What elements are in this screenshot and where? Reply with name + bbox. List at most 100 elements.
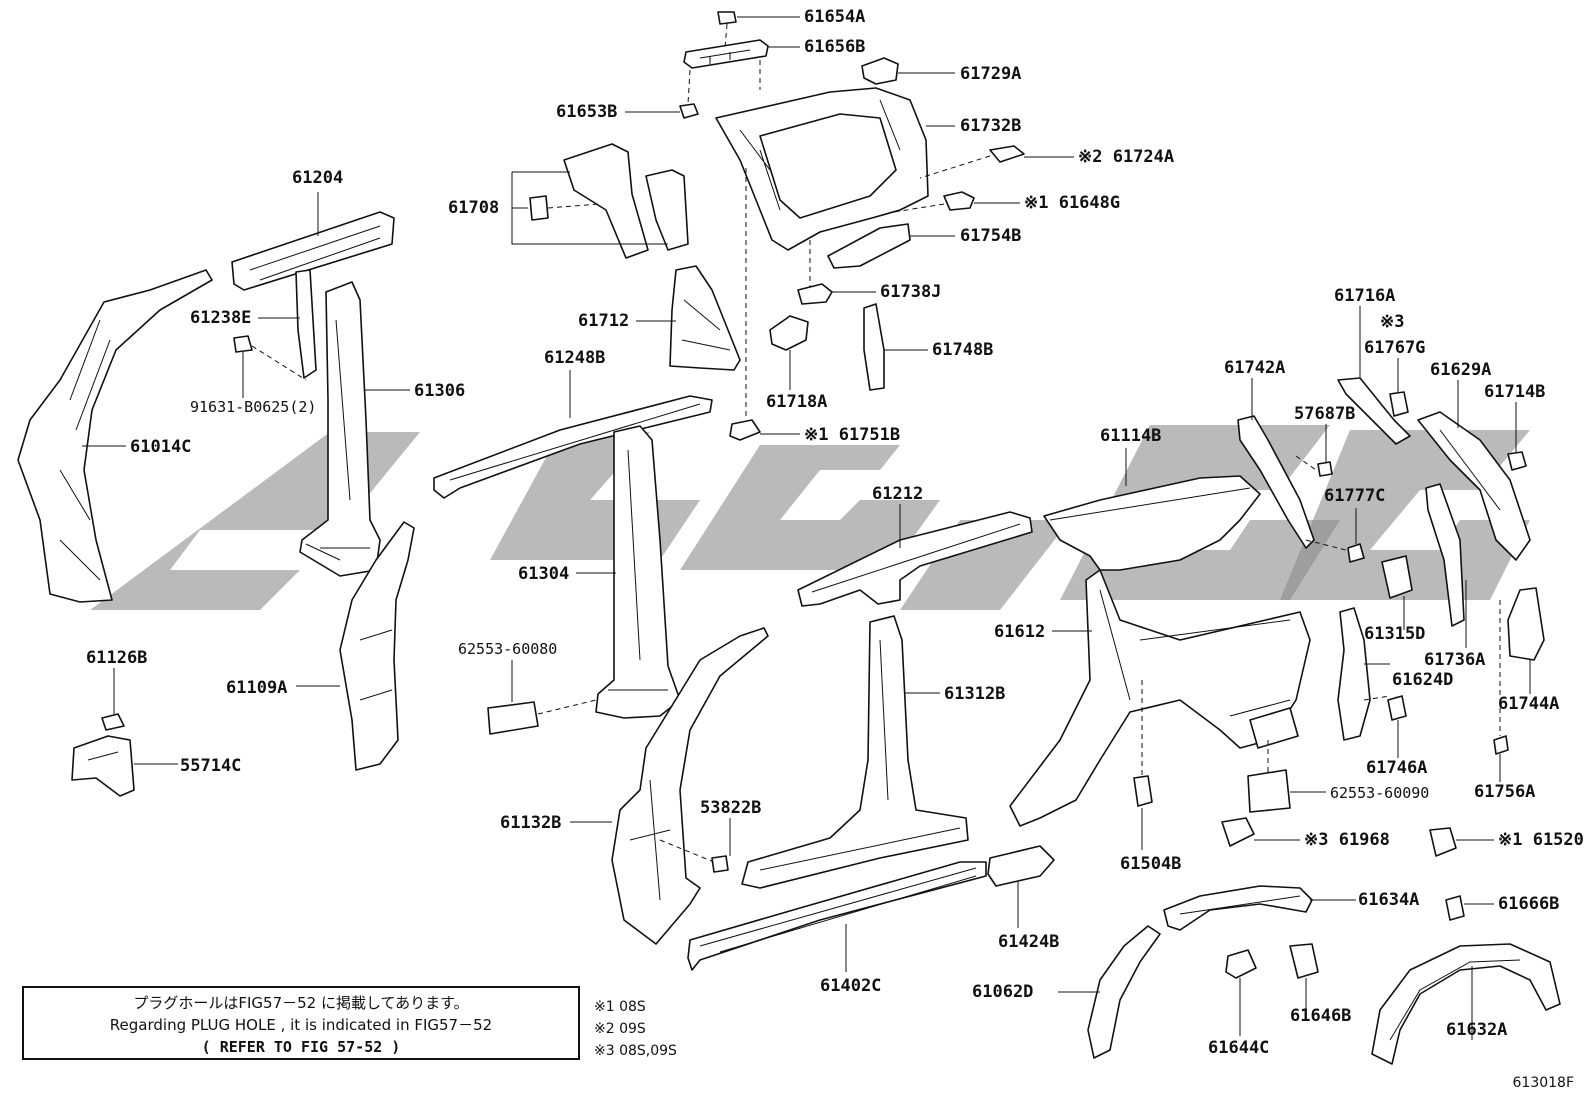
part-61126B [101, 668, 125, 731]
label-61306: 61306 [414, 381, 466, 401]
part-61629A [1417, 380, 1531, 561]
plug-hole-note: プラグホールはFIG57－52 に掲載してあります。 Regarding PLU… [22, 986, 580, 1060]
label-61238E: 61238E [190, 308, 252, 328]
note-line-english: Regarding PLUG HOLE , it is indicated in… [109, 1016, 493, 1034]
part-61708 [511, 143, 689, 259]
part-61656B [683, 39, 800, 105]
label-61718A: 61718A [766, 392, 828, 412]
legend-item-1: ※1 08S [594, 999, 646, 1015]
label-61732B: 61732B [960, 116, 1022, 136]
label-53822B: 53822B [700, 798, 762, 818]
label-61654A: 61654A [804, 7, 866, 27]
label-61624D: 61624D [1392, 670, 1454, 690]
part-61634A [1163, 885, 1356, 931]
part-61716A [1337, 306, 1411, 445]
model-legend: ※1 08S ※2 09S ※3 08S,09S [594, 996, 677, 1062]
watermark [90, 425, 1530, 610]
label-61714B: 61714B [1484, 382, 1546, 402]
part-61624D [1337, 607, 1391, 741]
label-61212: 61212 [872, 484, 924, 504]
label-61729A: 61729A [960, 64, 1022, 84]
part-61212 [797, 504, 1033, 607]
part-61653B [625, 103, 699, 119]
label-61632A: 61632A [1446, 1020, 1508, 1040]
part-61754B [827, 223, 955, 269]
label-91631-B0625: 91631-B0625(2) [190, 398, 317, 416]
part-61014C [17, 269, 213, 603]
label-61746A: 61746A [1366, 758, 1428, 778]
label-61716A: 61716A [1334, 286, 1396, 306]
part-61644C [1225, 949, 1257, 1036]
label-62553-60080: 62553-60080 [458, 640, 558, 658]
label-61304: 61304 [518, 564, 570, 584]
part-61648G [893, 191, 1020, 213]
label-61402C: 61402C [820, 976, 882, 996]
part-61312B [741, 615, 969, 889]
label-61644C: 61644C [1208, 1038, 1270, 1058]
part-61732B [715, 87, 955, 420]
legend-item-2: ※2 09S [594, 1021, 646, 1037]
part-61248B [433, 370, 713, 499]
label-61744A: 61744A [1498, 694, 1560, 714]
label-61653B: 61653B [556, 102, 618, 122]
label-61777C: 61777C [1324, 486, 1386, 506]
label-61748B: 61748B [932, 340, 994, 360]
note-line-reference: ( REFER TO FIG 57-52 ) [201, 1038, 401, 1056]
part-61742A [1237, 378, 1347, 551]
part-61315D [1381, 555, 1413, 630]
part-61646B [1289, 943, 1319, 1014]
part-61736A [1425, 483, 1467, 648]
label-61248B: 61248B [544, 348, 606, 368]
label-61756A: 61756A [1474, 782, 1536, 802]
label-61312B: 61312B [944, 684, 1006, 704]
label-61062D: 61062D [972, 982, 1034, 1002]
label-61666B: 61666B [1498, 894, 1560, 914]
label-61109A: 61109A [226, 678, 288, 698]
part-55714C [71, 735, 178, 797]
part-61504B [1133, 680, 1153, 850]
part-61132B [570, 627, 769, 945]
part-61062D [1058, 925, 1161, 1059]
part-61751B [729, 419, 800, 441]
part-61724A [919, 145, 1074, 179]
label-61724A: ※2 61724A [1078, 147, 1175, 167]
part-61424B [987, 845, 1055, 928]
part-61718A [769, 315, 809, 390]
part-61306 [299, 281, 410, 577]
label-61751B: ※1 61751B [804, 425, 901, 445]
part-62553-60090 [1247, 740, 1326, 813]
label-61629A: 61629A [1430, 360, 1492, 380]
label-61648G: ※1 61648G [1024, 193, 1121, 213]
part-61114B [1043, 448, 1261, 571]
label-61712: 61712 [578, 311, 630, 331]
part-61666B [1445, 895, 1494, 921]
part-61238E [258, 269, 317, 379]
part-61520 [1429, 827, 1494, 857]
part-61746A [1387, 695, 1407, 758]
label-61736A: 61736A [1424, 650, 1486, 670]
label-62553-60090: 62553-60090 [1330, 784, 1430, 802]
label-61315D: 61315D [1364, 624, 1426, 644]
label-61014C: 61014C [130, 437, 192, 457]
label-61708: 61708 [448, 198, 500, 218]
part-61748B [863, 303, 928, 391]
part-61304 [576, 425, 681, 719]
part-61968 [1221, 817, 1300, 847]
label-55714C: 55714C [180, 756, 242, 776]
label-61126B: 61126B [86, 648, 148, 668]
label-61968: ※3 61968 [1304, 830, 1390, 850]
part-61777C [1347, 508, 1365, 563]
part-61738J [797, 283, 876, 305]
part-62553-60080 [487, 660, 597, 735]
label-61738J: 61738J [880, 282, 942, 302]
note-line-japanese: プラグホールはFIG57－52 に掲載してあります。 [133, 994, 469, 1012]
part-61714B [1507, 402, 1527, 471]
part-61402C [687, 861, 987, 972]
part-91631-B0625 [233, 335, 307, 398]
label-61656B: 61656B [804, 37, 866, 57]
label-61646B: 61646B [1290, 1006, 1352, 1026]
label-61424B: 61424B [998, 932, 1060, 952]
label-61754B: 61754B [960, 226, 1022, 246]
